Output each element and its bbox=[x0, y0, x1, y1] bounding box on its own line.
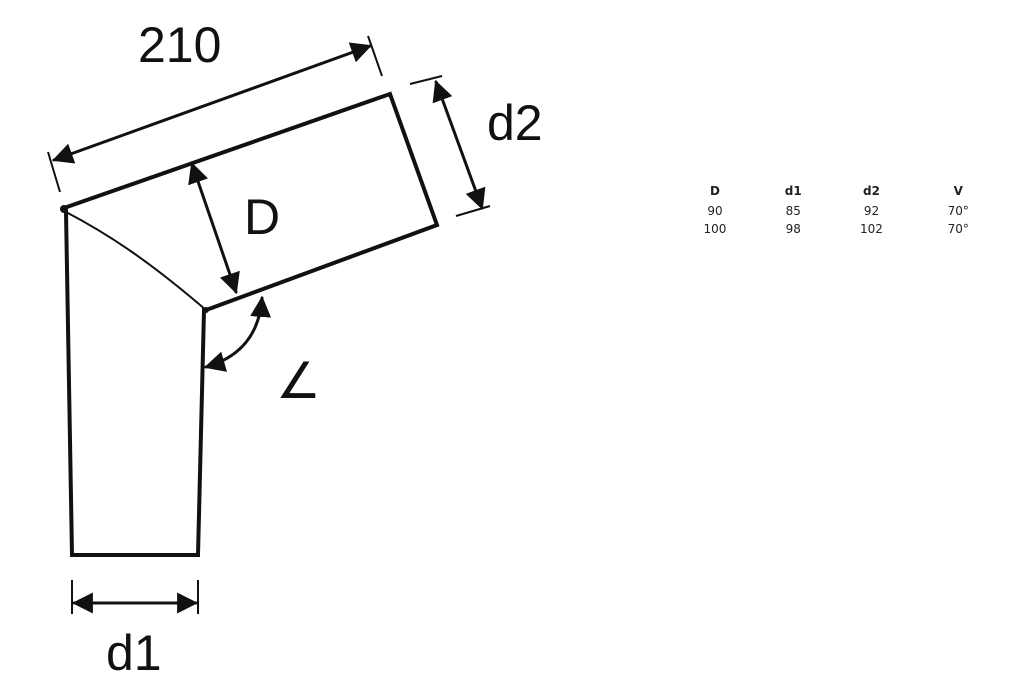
D-label: D bbox=[244, 189, 280, 245]
length-extension-left bbox=[47, 151, 61, 193]
cell-D: 100 bbox=[703, 222, 727, 236]
angle-arc bbox=[203, 295, 272, 372]
angle-symbol: ∠ bbox=[276, 353, 321, 409]
seam-end-dot-top bbox=[60, 205, 68, 213]
cell-d1: 85 bbox=[785, 204, 801, 218]
d2-dimension-line bbox=[432, 80, 486, 210]
length-extension-right bbox=[367, 35, 383, 77]
cell-D: 90 bbox=[707, 204, 723, 218]
header-d2: d2 bbox=[862, 184, 880, 198]
cell-d2: 102 bbox=[860, 222, 883, 236]
lower-pipe-left-edge bbox=[63, 209, 75, 558]
d2-extension-top bbox=[409, 75, 443, 85]
d2-label: d2 bbox=[487, 95, 543, 151]
D-dimension-line bbox=[188, 162, 240, 294]
length-dimension-line bbox=[52, 42, 372, 164]
seam-end-dot-bottom bbox=[203, 307, 209, 313]
table-header-row: D d1 d2 V bbox=[670, 183, 1000, 202]
d2-extension-bottom bbox=[455, 205, 491, 217]
d1-label: d1 bbox=[106, 625, 162, 681]
cell-V: 70° bbox=[947, 204, 969, 218]
dimension-spec-table: D d1 d2 V 90 85 92 70° 100 98 102 70° bbox=[670, 183, 1000, 238]
lower-pipe-outline bbox=[70, 307, 207, 557]
cell-d2: 92 bbox=[863, 204, 880, 218]
table-row: 90 85 92 70° bbox=[670, 202, 1000, 220]
length-label: 210 bbox=[138, 17, 221, 73]
cell-d1: 98 bbox=[785, 222, 801, 236]
header-D: D bbox=[709, 184, 720, 198]
header-d1: d1 bbox=[784, 184, 802, 198]
header-V: V bbox=[953, 184, 963, 198]
table-row: 100 98 102 70° bbox=[670, 220, 1000, 238]
cell-V: 70° bbox=[947, 222, 969, 236]
elbow-seam-line bbox=[65, 211, 207, 311]
